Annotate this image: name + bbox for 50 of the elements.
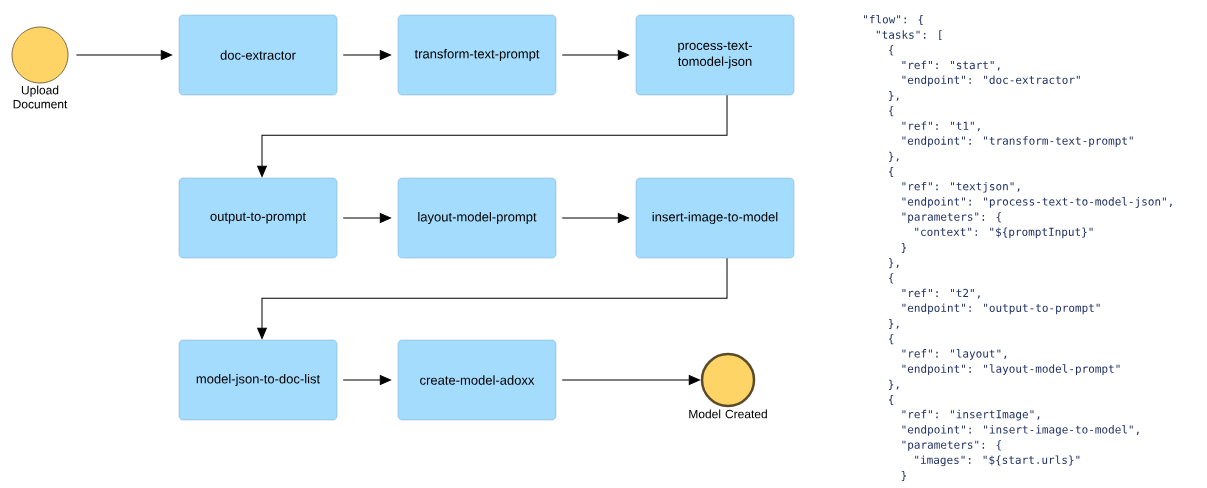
- code-line: },: [889, 151, 899, 162]
- arrow: [561, 375, 700, 385]
- code-line: "parameters": {: [902, 212, 1001, 223]
- code-line: {: [889, 106, 894, 117]
- node-label: Upload Document: [13, 85, 68, 109]
- code-line: "endpoint": "insert-image-to-model",: [902, 425, 1139, 436]
- code-line: {: [889, 394, 894, 406]
- arrow: [75, 50, 172, 60]
- arrow: [257, 94, 728, 177]
- code-line: "context": "${promptInput}": [915, 227, 1093, 239]
- code-line: "ref": "start",: [902, 60, 1000, 71]
- code-line: "ref": "textjson",: [902, 181, 1020, 193]
- code-line: "endpoint": "process-text-to-model-json",: [902, 197, 1172, 208]
- code-line: "endpoint": "layout-model-prompt": [902, 364, 1120, 375]
- code-line: "endpoint": "transform-text-prompt": [902, 136, 1133, 147]
- arrow: [342, 375, 391, 385]
- process-box: transform-text-prompt: [397, 14, 557, 96]
- arrow: [342, 213, 391, 223]
- code-line: {: [889, 45, 894, 56]
- code-line: }: [901, 470, 907, 482]
- code-line: },: [889, 379, 899, 390]
- code-line: },: [889, 258, 899, 269]
- arrow: [561, 213, 629, 223]
- code-line: {: [889, 273, 894, 284]
- process-box: doc-extractor: [178, 14, 338, 96]
- code-line: },: [889, 318, 899, 330]
- code-line: }: [901, 242, 907, 254]
- code-line: "parameters": {: [902, 440, 1001, 451]
- code-line: "flow": {: [864, 14, 923, 26]
- code-line: "endpoint": "output-to-prompt": [902, 303, 1100, 315]
- process-box: insert-image-to-model: [635, 177, 795, 259]
- arrow: [257, 257, 728, 339]
- code-line: {: [889, 166, 894, 178]
- code-line: "ref": "t2",: [902, 288, 980, 299]
- code-line: "ref": "layout",: [902, 349, 1007, 360]
- node-label: Model Created: [689, 409, 767, 419]
- process-box: create-model-adoxx: [397, 339, 557, 421]
- code-line: "ref": "insertImage",: [902, 409, 1040, 421]
- code-line: },: [889, 90, 899, 102]
- code-line: "tasks": [: [876, 30, 942, 41]
- code-line: {: [889, 334, 894, 345]
- code-line: "ref": "t1",: [902, 121, 980, 132]
- process-box: layout-model-prompt: [397, 177, 557, 259]
- process-box: model-json-to-doc-list: [178, 339, 338, 421]
- code-line: "images": "${start.urls}": [915, 455, 1080, 467]
- arrow: [342, 50, 391, 60]
- process-box: output-to-prompt: [178, 177, 338, 259]
- arrow: [561, 50, 629, 60]
- process-box: process-text-tomodel-json: [635, 14, 795, 96]
- code-line: "endpoint": "doc-extractor": [902, 75, 1080, 87]
